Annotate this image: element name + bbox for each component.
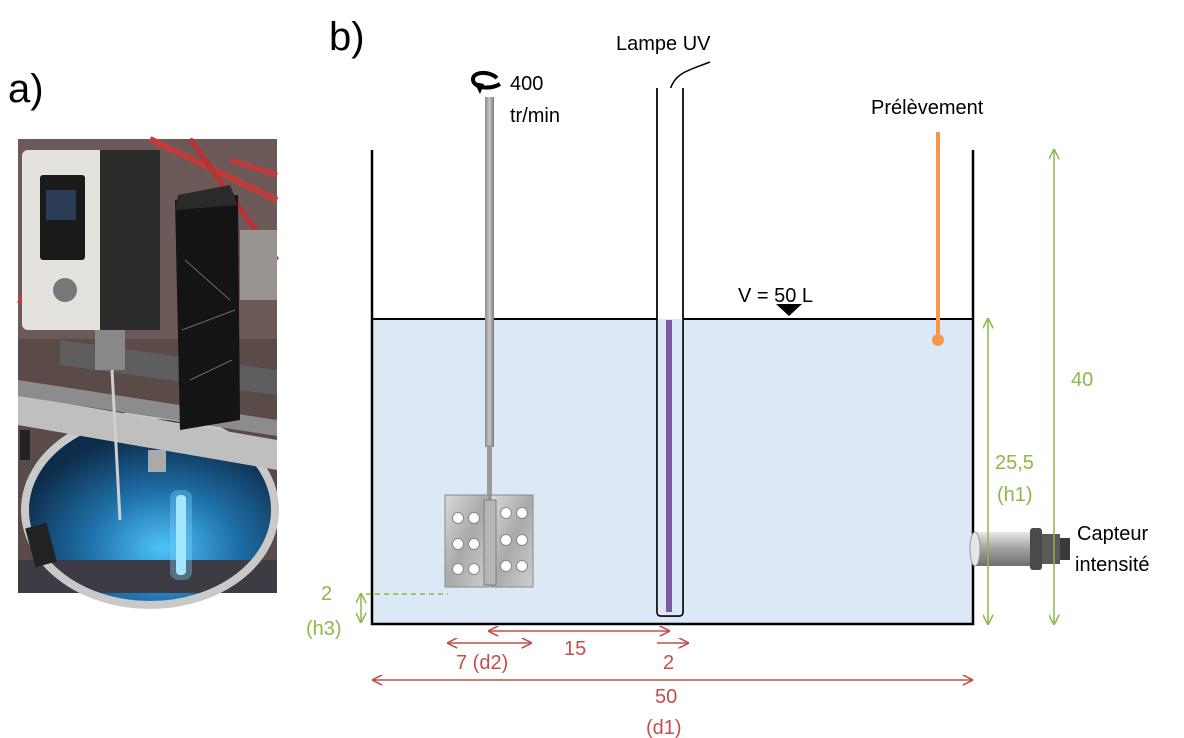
speed-value: 400	[510, 73, 543, 95]
dim-impeller-lamp-distance-label: 15	[564, 638, 586, 660]
sensor-label-line2: intensité	[1075, 554, 1150, 576]
lamp-label: Lampe UV	[616, 33, 711, 55]
dim-tank-diameter-name: (d1)	[646, 717, 682, 738]
dim-liquid-height-value: 25,5	[995, 452, 1034, 474]
dim-clearance-name: (h3)	[306, 618, 342, 640]
tank-wall	[370, 150, 975, 626]
dim-lamp-diameter-label: 2	[663, 652, 674, 674]
volume-label: V = 50 L	[738, 285, 813, 307]
dim-liquid-height-name: (h1)	[997, 484, 1033, 506]
impeller-hub	[483, 499, 497, 586]
intensity-sensor	[969, 528, 1070, 570]
sampling-label: Prélèvement	[871, 97, 984, 119]
uv-tube	[666, 320, 672, 612]
panel-label-a: a)	[8, 67, 44, 111]
impeller-blade-left	[444, 494, 490, 588]
dim-tank-diameter-value: 50	[655, 686, 677, 708]
dim-impeller-diameter-label: 7 (d2)	[456, 652, 508, 674]
panel-label-b: b)	[329, 15, 365, 59]
dim-total-height-label: 40	[1071, 369, 1093, 391]
sensor-label-line1: Capteur	[1077, 523, 1148, 545]
speed-unit: tr/min	[510, 105, 560, 127]
reactor-photo	[17, 136, 280, 609]
sampling-point	[932, 334, 944, 346]
liquid-level-triangle-icon	[776, 304, 802, 316]
rotation-arrow-icon	[471, 71, 502, 94]
stirrer	[444, 97, 534, 588]
dim-clearance-value: 2	[321, 583, 332, 605]
stirrer-shaft	[485, 97, 494, 447]
